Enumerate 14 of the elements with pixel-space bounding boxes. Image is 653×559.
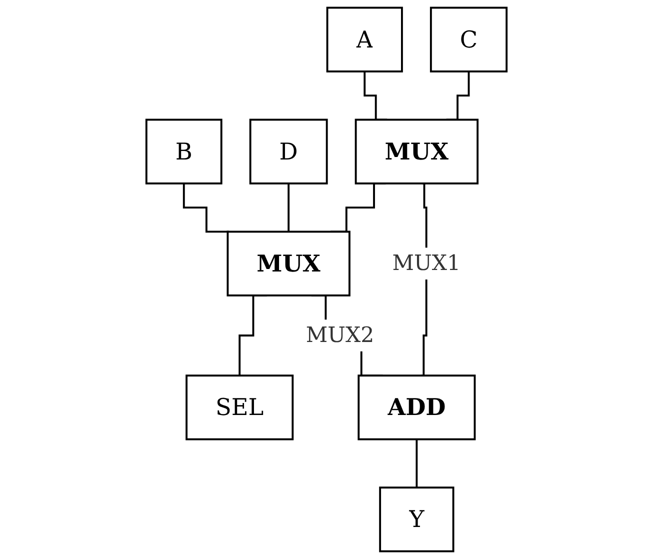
connector (288, 182, 290, 233)
edge-label: MUX1 (392, 252, 460, 276)
node-box: C (430, 6, 508, 72)
node-box: D (249, 118, 328, 184)
node-box: SEL (186, 374, 294, 440)
node-box: ADD (358, 374, 476, 440)
connector (416, 438, 418, 489)
node-box: MUX (354, 118, 479, 184)
connector (182, 182, 230, 233)
node-box: Y (379, 486, 454, 552)
edge-label: MUX2 (306, 323, 374, 348)
node-box: MUX (226, 230, 350, 296)
node-box: B (145, 118, 222, 184)
node-box: A (326, 6, 403, 72)
